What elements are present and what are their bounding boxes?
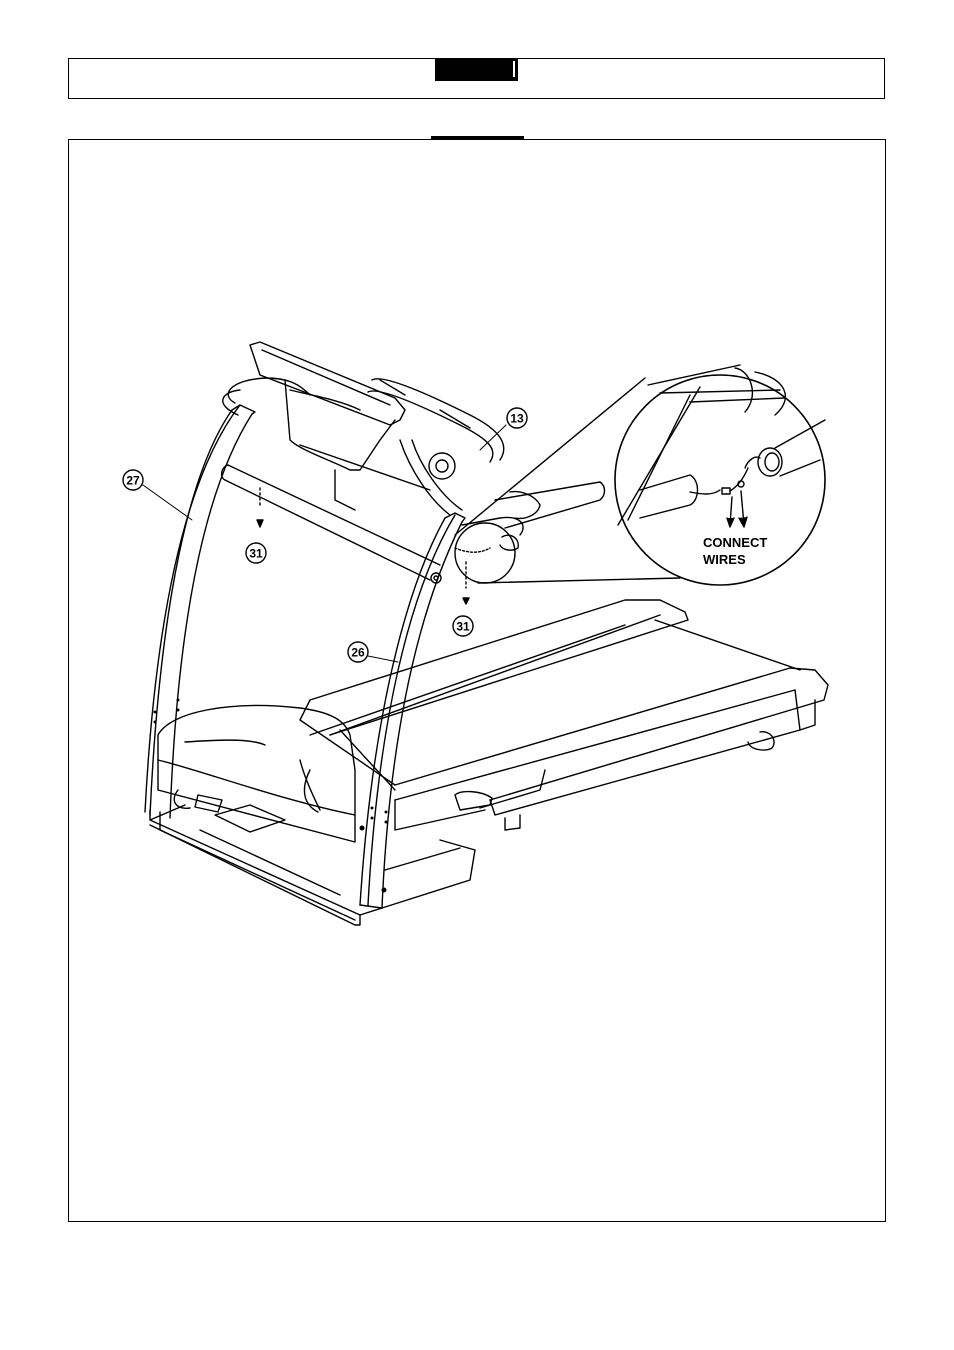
callout-26-label: 26 (351, 646, 365, 660)
connect-wires-line1: CONNECT (703, 535, 767, 550)
callout-31-left: 31 (246, 543, 266, 563)
callout-13-label: 13 (510, 412, 524, 426)
connect-wires-line2: WIRES (703, 552, 746, 567)
detail-magnifier (455, 365, 825, 585)
motor-hood (158, 706, 355, 842)
right-upright (360, 513, 465, 908)
console (250, 342, 455, 510)
callout-27-label: 27 (126, 474, 140, 488)
callout-31-right: 31 (453, 616, 473, 636)
walking-deck (300, 600, 828, 830)
callout-26: 26 (348, 642, 368, 662)
callout-31-left-label: 31 (249, 547, 263, 561)
callout-27: 27 (123, 470, 143, 490)
left-upright (145, 405, 255, 818)
callout-13: 13 (507, 408, 527, 428)
handrails (223, 378, 605, 550)
callout-31-right-label: 31 (456, 620, 470, 634)
